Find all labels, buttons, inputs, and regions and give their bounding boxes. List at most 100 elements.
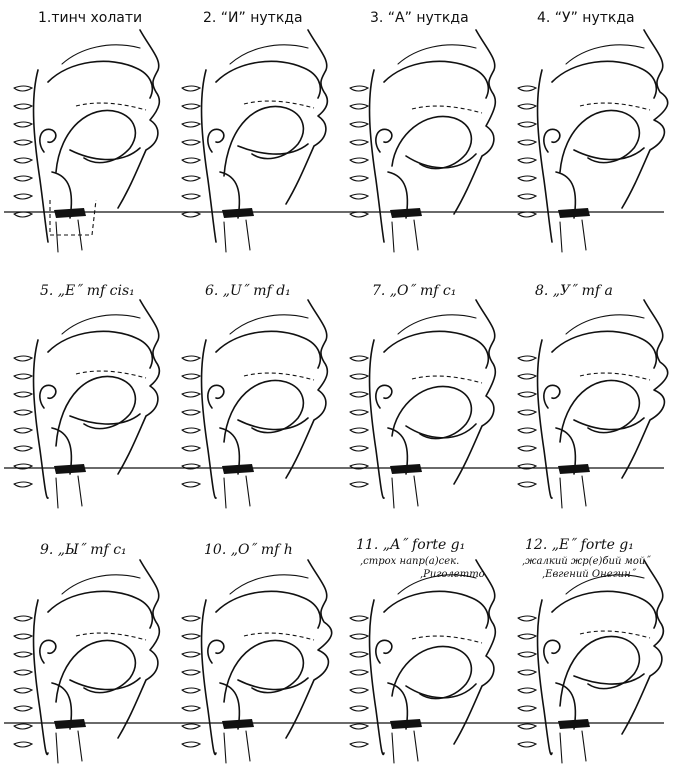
face-profile [117, 29, 161, 209]
vocal-folds [222, 208, 254, 218]
position-trace [411, 635, 483, 644]
panel-11-caption: 11. „А˝ forte g₁ [356, 537, 466, 553]
panel-12-note-1: ,жалкий жр(е)бий мой˝ [522, 556, 651, 567]
palate [551, 330, 658, 369]
lower-jaw [573, 417, 645, 431]
lower-jaw [69, 147, 141, 161]
epiglottis [207, 639, 225, 664]
trachea [559, 730, 587, 764]
nasal-cavity [61, 314, 141, 335]
vocal-tract-panel-9 [13, 559, 161, 764]
tongue [559, 635, 641, 707]
pharynx-wall [200, 599, 217, 756]
face-profile [117, 559, 161, 739]
pharynx-wall [200, 69, 217, 243]
panel-1-caption: 1.тинч холати [38, 10, 143, 26]
tongue [55, 375, 137, 447]
lower-jaw [405, 153, 477, 169]
tongue [55, 109, 137, 173]
panel-9-caption: 9. „Ы˝ mf c₁ [40, 542, 127, 558]
palate [215, 330, 322, 369]
lower-jaw [69, 413, 141, 425]
panel-11-note-1: ,строх напр(а)сек. [360, 556, 460, 567]
epiglottis [39, 128, 57, 153]
palate [215, 60, 322, 99]
face-profile [621, 299, 669, 479]
pharynx-wall [368, 599, 385, 756]
lower-jaw [69, 677, 141, 691]
vocal-tract-panel-12 [517, 559, 665, 764]
lower-jaw [573, 673, 645, 685]
pharynx-wall [536, 599, 553, 756]
position-trace [243, 632, 315, 641]
palate [47, 330, 154, 369]
palate [383, 60, 490, 99]
pharynx-wall [536, 339, 553, 499]
vocal-folds [390, 719, 422, 729]
vocal-folds [558, 208, 590, 218]
panel-12-note-2: ,Евгений Онегин˝ [542, 569, 636, 580]
nasal-cavity [397, 314, 477, 335]
pharynx-wall [32, 69, 49, 243]
vocal-tract-panel-3 [349, 29, 497, 253]
epiglottis [543, 384, 561, 409]
position-trace [579, 102, 651, 111]
tongue [391, 115, 473, 170]
nasal-cavity [229, 44, 309, 65]
vocal-tract-panel-1 [13, 29, 161, 253]
trachea [391, 219, 419, 253]
tongue [391, 645, 473, 700]
face-profile [117, 299, 161, 475]
trachea [559, 219, 587, 253]
lower-jaw [237, 417, 309, 431]
position-trace [411, 105, 483, 114]
vocal-tract-panel-4 [517, 29, 669, 253]
pharynx-wall [536, 69, 553, 243]
epiglottis [375, 384, 393, 409]
epiglottis [39, 639, 57, 664]
face-profile [285, 559, 333, 739]
epiglottis [207, 128, 225, 153]
panel-12-caption: 12. „Е˝ forte g₁ [525, 537, 634, 553]
palate [551, 590, 658, 629]
trachea [391, 475, 419, 509]
tongue [223, 379, 305, 443]
tongue [391, 385, 473, 440]
position-trace [579, 630, 651, 639]
nasal-cavity [61, 44, 141, 65]
vocal-tract-panel-2 [181, 29, 329, 253]
position-trace [75, 632, 147, 641]
position-trace [243, 372, 315, 381]
face-profile [453, 29, 497, 215]
epiglottis [375, 639, 393, 664]
vocal-tract-panel-7 [349, 299, 497, 509]
nasal-cavity [565, 574, 645, 595]
position-trace [75, 102, 147, 111]
trachea [55, 730, 83, 764]
nasal-cavity [397, 44, 477, 65]
panel-8-caption: 8. „У˝ mf a [535, 283, 613, 299]
vocal-folds [390, 208, 422, 218]
trachea [223, 219, 251, 253]
pharynx-wall [368, 339, 385, 499]
vocal-folds [390, 464, 422, 474]
panel-4-caption: 4. “У” нуткда [537, 10, 635, 26]
nasal-cavity [565, 314, 645, 335]
tongue [559, 379, 641, 443]
vocal-tract-panel-5 [13, 299, 161, 509]
vocal-folds [222, 719, 254, 729]
pharynx-wall [32, 599, 49, 756]
lower-jaw [237, 677, 309, 691]
vocal-tract-panel-10 [181, 559, 333, 764]
pharynx-wall [32, 339, 49, 499]
vocal-folds [558, 719, 590, 729]
panel-10-caption: 10. „О˝ mf h [204, 542, 293, 558]
panel-3-caption: 3. “А” нуткда [370, 10, 469, 26]
palate [47, 60, 154, 99]
lower-jaw [405, 683, 477, 699]
vocal-folds [54, 208, 86, 218]
vocal-folds [54, 464, 86, 474]
position-trace [75, 370, 147, 379]
